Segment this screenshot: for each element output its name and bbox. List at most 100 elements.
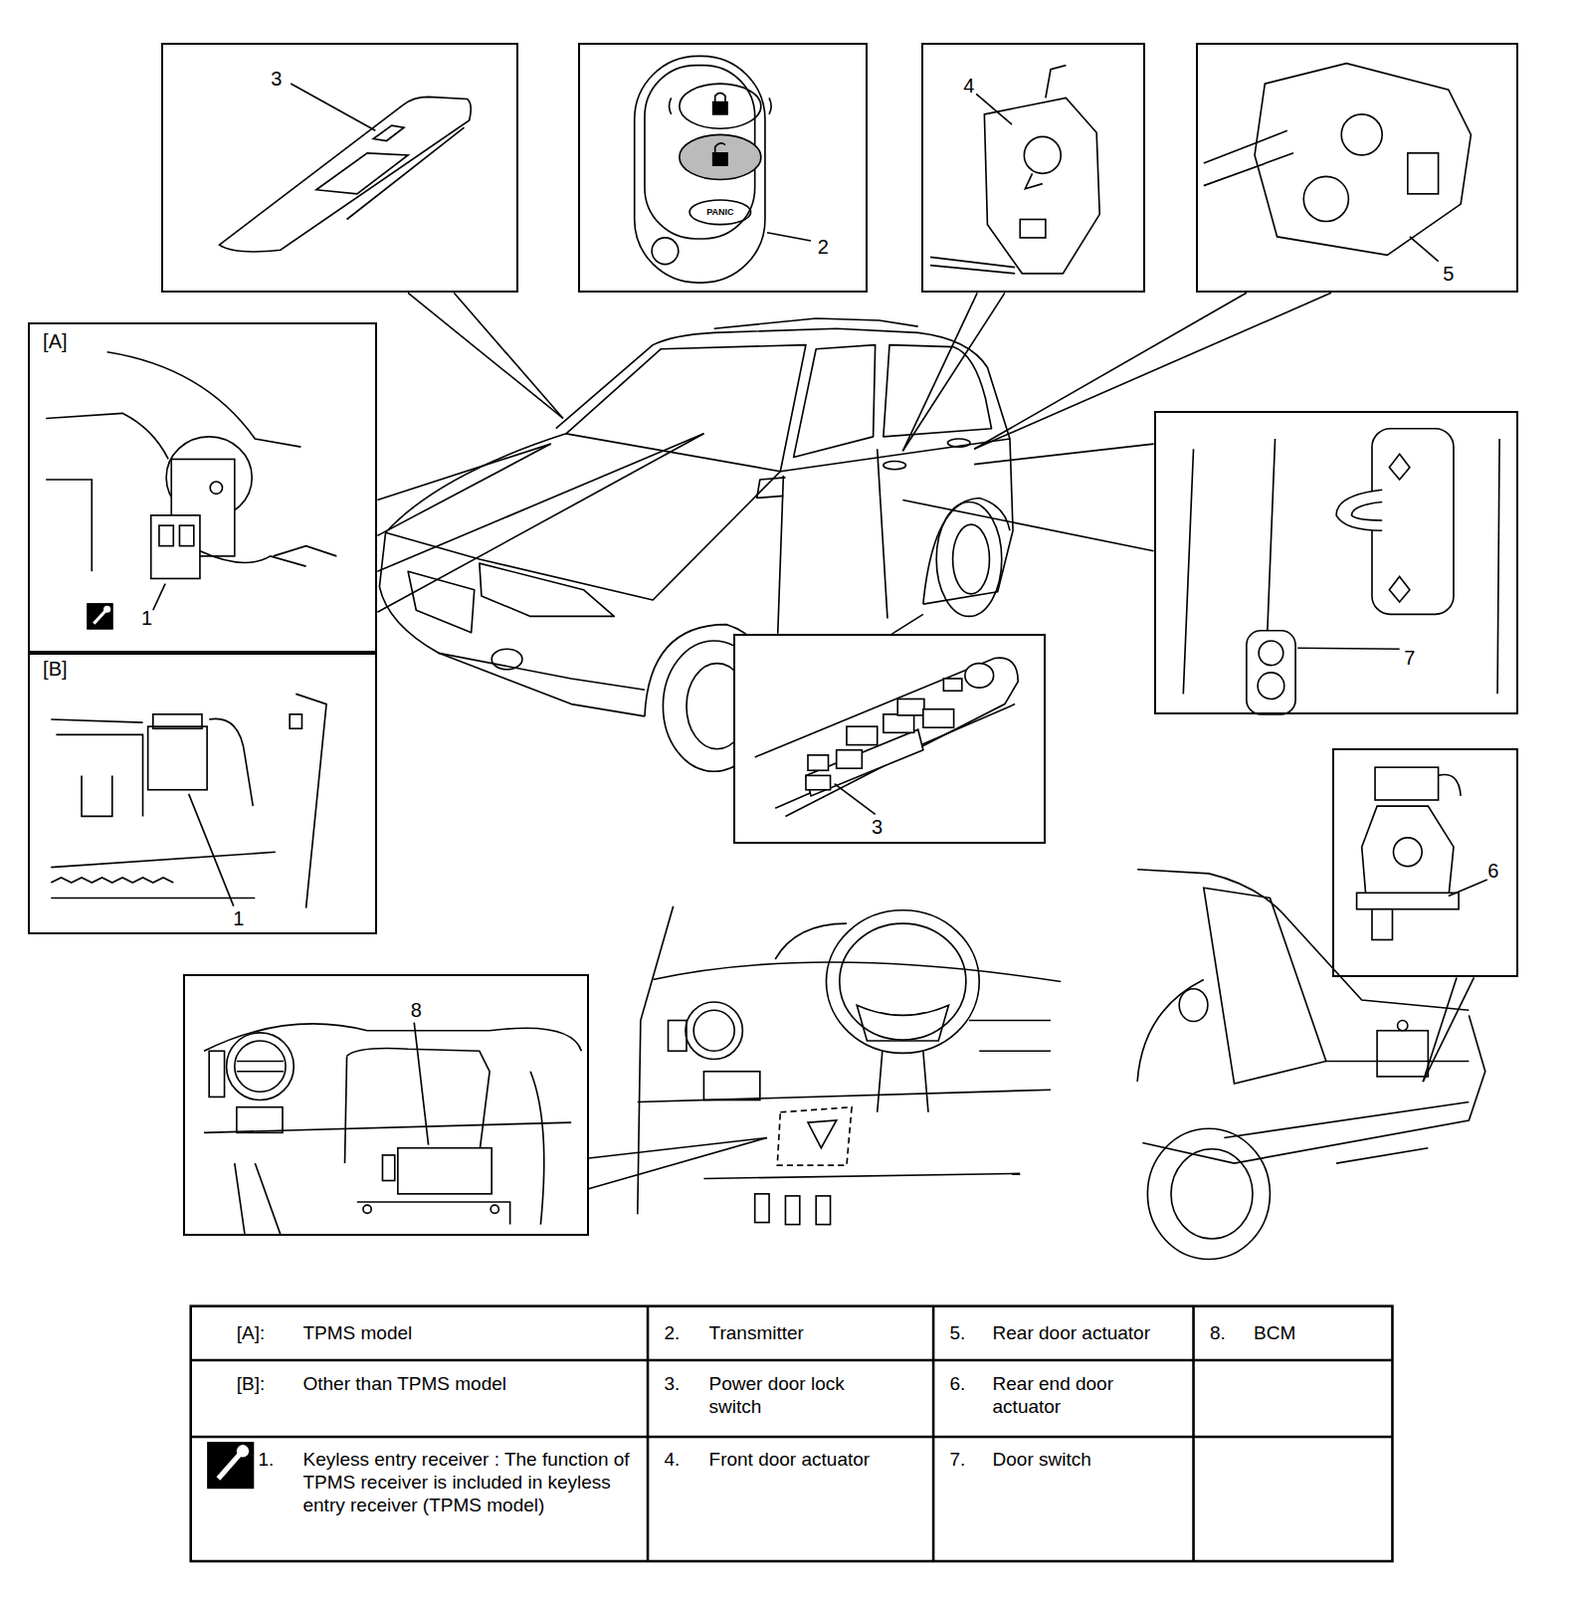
front-door-actuator-sketch (930, 65, 1100, 274)
rear-car-illustration (1287, 918, 1469, 1010)
caution-icon (86, 602, 114, 630)
dashboard-illustration (637, 906, 674, 1215)
bcm-location-sketch (363, 1204, 372, 1213)
bcm-location-sketch (382, 1155, 394, 1182)
callout-number: 2 (817, 236, 829, 257)
table-cell: 6. (950, 1373, 967, 1396)
switch-panel-sketch (943, 678, 962, 691)
door-switch-sketch (1182, 428, 1500, 715)
caution-icon (86, 602, 114, 630)
dashboard-illustration (703, 1173, 1020, 1179)
rear-end-door-actuator-sketch (1372, 909, 1393, 941)
inset-panel: [B]1 (27, 652, 379, 935)
caution-icon (93, 609, 106, 623)
receiver-sketch (45, 412, 169, 459)
switch-trim-sketch (218, 96, 471, 252)
inset-panel: 3 (733, 633, 1046, 844)
legend-table-grid (191, 1360, 1393, 1437)
switch-panel-sketch (807, 755, 829, 771)
door-switch-sketch (1258, 640, 1284, 666)
rear-car-illustration (1336, 1148, 1428, 1164)
door-switch-sketch (1388, 576, 1410, 602)
rear-door-actuator-sketch (1409, 236, 1439, 262)
caution-icon (103, 605, 111, 613)
table-cell: 4. (663, 1448, 680, 1472)
receiver-sketch (50, 897, 255, 900)
transmitter-sketch (715, 92, 726, 102)
switch-panel-sketch (897, 698, 925, 715)
transmitter-sketch (689, 199, 752, 225)
car-illustration (877, 448, 888, 618)
receiver-sketch (159, 525, 174, 547)
rear-door-actuator-sketch (1303, 176, 1349, 221)
legend-table-grid (647, 1306, 1194, 1562)
inset-panel: 7 (1154, 410, 1519, 715)
front-door-actuator-sketch (1045, 65, 1067, 99)
dashboard-illustration (839, 923, 967, 1040)
bcm-location-sketch (236, 1061, 284, 1072)
table-cell: Other than TPMS model (302, 1373, 629, 1396)
bcm-location-sketch (490, 1204, 499, 1213)
caution-icon (217, 1452, 241, 1479)
dashboard-illustration (685, 1001, 743, 1059)
rear-door-actuator-sketch (1341, 114, 1382, 156)
callout-number: 8 (410, 999, 422, 1020)
legend-table-grid (191, 1306, 1393, 1562)
rear-end-door-actuator-sketch (1448, 879, 1488, 896)
receiver-sketch (107, 352, 302, 447)
transmitter-sketch (634, 55, 811, 283)
bcm-location-sketch (397, 1148, 492, 1194)
receiver-sketch (151, 515, 200, 580)
inset-panel: 5 (1195, 42, 1519, 293)
switch-trim-sketch (347, 127, 465, 219)
transmitter-sketch (679, 134, 762, 180)
inset-panel: 8 (183, 974, 590, 1236)
bcm-location-sketch (203, 1023, 582, 1051)
switch-trim-sketch (290, 83, 376, 131)
receiver-sketch (209, 481, 222, 494)
table-cell: 3. (663, 1373, 680, 1396)
transmitter-sketch (767, 232, 811, 241)
caution-icon (206, 1441, 254, 1489)
bcm-location-sketch (208, 1050, 224, 1097)
leader-line (377, 443, 551, 536)
dashboard-illustration (777, 1107, 852, 1166)
dashboard-illustration (637, 906, 1061, 1225)
transmitter-sketch (769, 97, 772, 114)
door-switch-sketch (1372, 428, 1454, 615)
table-cell: Transmitter (709, 1322, 804, 1346)
leader-line (377, 433, 704, 612)
receiver-sketch (289, 714, 302, 729)
bcm-location-sketch (203, 1022, 582, 1235)
bcm-location-sketch (226, 1032, 295, 1101)
transmitter-sketch (715, 143, 726, 154)
receiver-sketch (50, 693, 327, 908)
inset-panel: 4 (921, 42, 1147, 293)
switch-panel-sketch (755, 657, 1019, 816)
car-illustration (438, 652, 645, 690)
transmitter-sketch (713, 102, 728, 115)
door-switch-sketch (1297, 647, 1400, 649)
dashboard-illustration (652, 962, 1061, 982)
leader-line (407, 292, 564, 418)
callout-number: 1 (232, 908, 244, 929)
table-cell: Rear door actuator (992, 1322, 1187, 1346)
inset-panel: 3 (161, 42, 519, 293)
door-switch-sketch (1246, 630, 1296, 715)
receiver-sketch (179, 525, 194, 547)
leader-line (377, 443, 551, 500)
legend-table-grid (191, 1306, 1393, 1562)
rear-end-door-actuator-sketch (1438, 775, 1462, 796)
transmitter-sketch (713, 153, 728, 166)
bcm-location-sketch (203, 1122, 572, 1133)
rear-car-illustration (1377, 1030, 1428, 1077)
car-illustration (566, 345, 806, 472)
panel-ground (733, 633, 1046, 844)
switch-panel-sketch (883, 714, 915, 733)
bcm-location-sketch (234, 1040, 286, 1092)
receiver-sketch (153, 584, 166, 611)
dashboard-illustration (815, 1195, 830, 1225)
transmitter-sketch (669, 97, 672, 114)
switch-panel-sketch (836, 750, 863, 769)
